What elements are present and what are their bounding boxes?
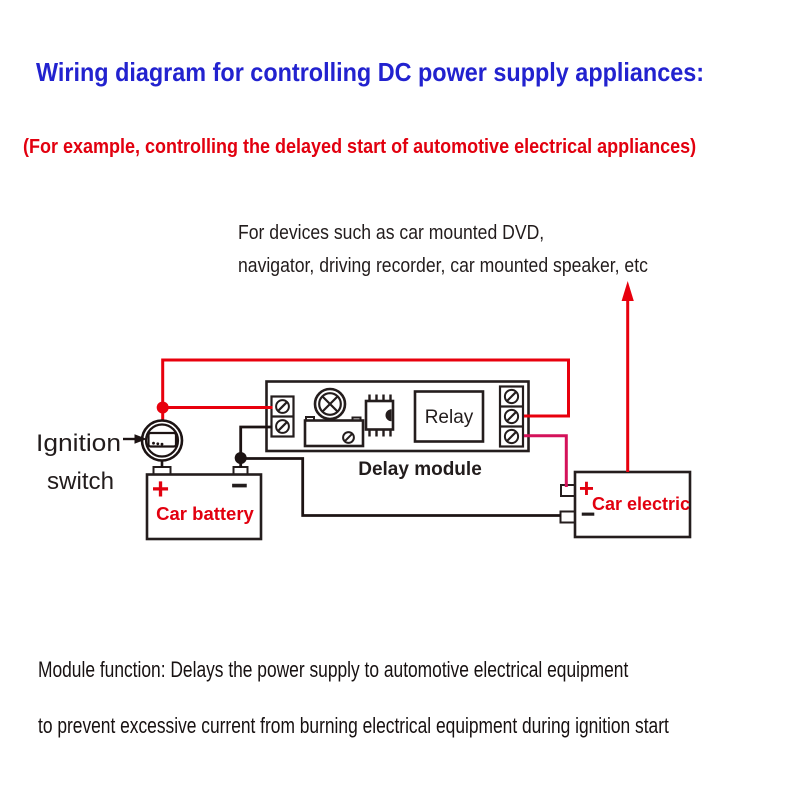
key-slot-icon [147,431,178,448]
screw-icon [503,428,520,445]
car-electric-outline [573,470,692,539]
car-electric-positive-tab [560,484,577,497]
devices-note-line2: navigator, driving recorder, car mounted… [238,255,704,278]
trimmer-component [303,416,365,448]
arrow-to-devices-note [621,281,634,472]
battery-label: Car battery [156,503,254,524]
lamp-icon [313,387,347,421]
wires [156,358,570,517]
devices-note-line1-text: For devices such as car mounted DVD, [238,222,545,244]
module-function-line1-text: Module function: Delays the power supply… [38,657,629,682]
devices-note-line2-text: navigator, driving recorder, car mounted… [238,255,648,277]
page-subtitle-text: (For example, controlling the delayed st… [23,136,697,158]
page-title: Wiring diagram for controlling DC power … [36,57,778,88]
battery-minus-symbol: − [231,470,247,501]
battery-outline [145,473,263,541]
module-function-line2-text: to prevent excessive current from burnin… [38,713,669,738]
page-title-text: Wiring diagram for controlling DC power … [36,57,705,87]
delay-module: Relay Delay module [265,380,530,480]
module-function-line2: to prevent excessive current from burnin… [38,713,800,739]
car-electric-minus-symbol: − [581,501,595,528]
arrowhead-up-icon [621,281,634,301]
delay-module-label: Delay module [358,459,482,480]
car-electric-label: Car electric [592,494,690,514]
relay: Relay [413,390,485,443]
wire-negative-to-car-electric [240,457,561,517]
wire-top-power-loop [161,358,570,418]
ic-chip-icon [364,394,395,437]
module-function-line1: Module function: Delays the power supply… [38,657,785,683]
car-electric-plus-symbol: + [579,473,594,503]
car-electric: + − Car electric [559,470,692,539]
screw-icon [275,419,290,434]
black-junction-dot [234,452,247,464]
devices-note-line1: For devices such as car mounted DVD, [238,222,586,245]
wire-relay-output-to-car-electric [524,434,568,487]
page-subtitle: (For example, controlling the delayed st… [23,136,771,159]
relay-label: Relay [425,407,474,428]
red-junction-dot [156,401,169,414]
ignition-switch [140,419,184,462]
car-electric-negative-tab [559,510,576,524]
ignition-switch-label: Ignition switch [36,430,147,495]
arrowhead-right-icon [134,434,147,444]
battery-plus-symbol: + [152,473,170,506]
ignition-label-line2: switch [47,468,114,495]
screw-icon [275,399,290,414]
car-battery: + − Car battery [145,466,263,541]
screw-icon [503,408,520,425]
terminal-block-right [498,385,525,448]
ignition-label-line1: Ignition [36,430,121,457]
terminal-block-left [270,395,295,438]
screw-icon [503,388,520,405]
